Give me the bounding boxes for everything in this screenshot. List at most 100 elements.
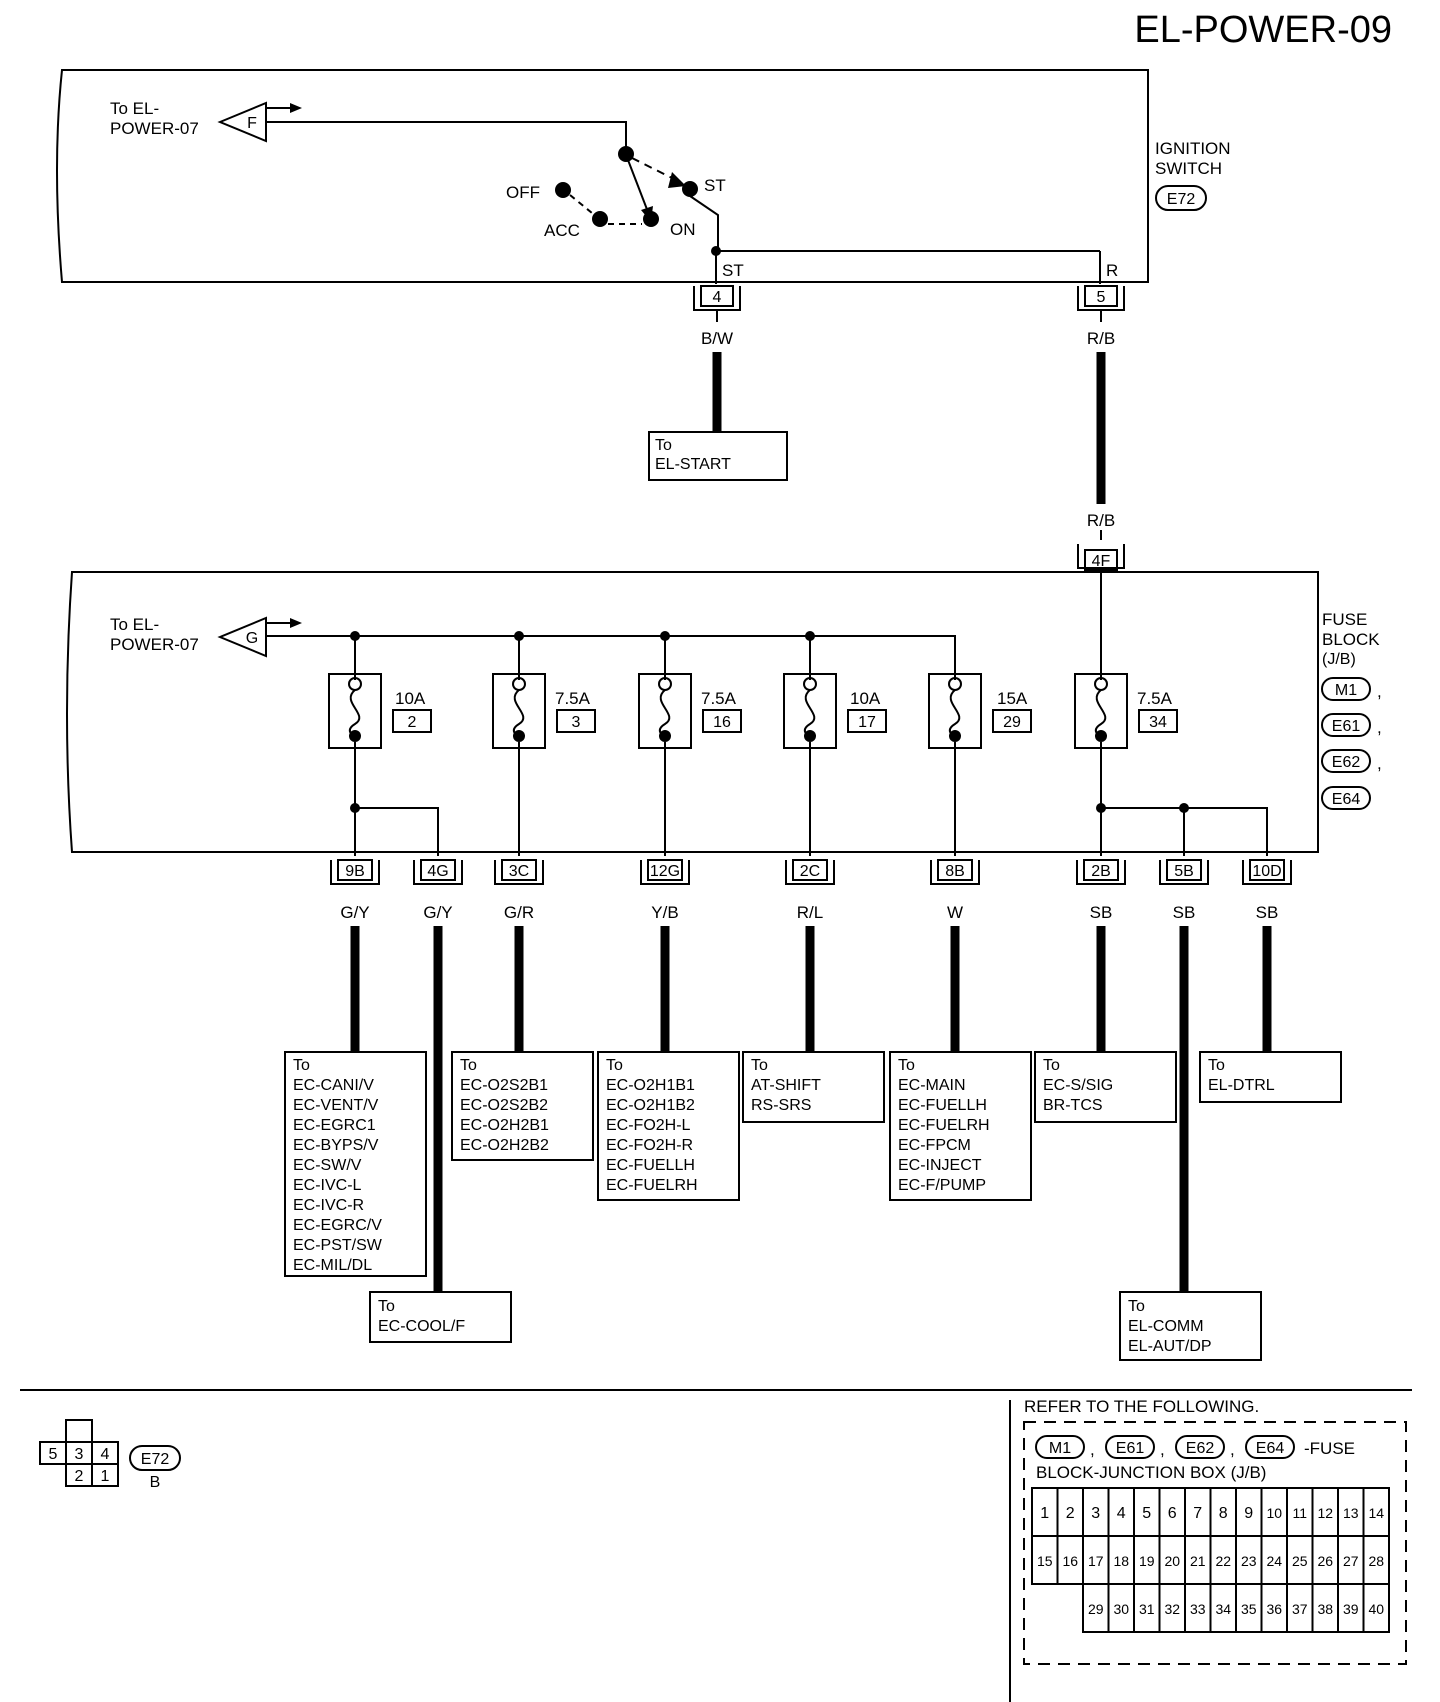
fuse-grid-number: 12 [1317, 1505, 1333, 1521]
svg-text:EC-O2S2B1: EC-O2S2B1 [460, 1077, 548, 1094]
svg-text:,: , [1160, 1440, 1165, 1459]
ignition-switch-label-2: SWITCH [1155, 159, 1222, 178]
fuse-grid-cell [1337, 1535, 1365, 1585]
fuse-block-section: 4F FUSE BLOCK (J/B) M1 , E61 , E62 , E64… [66, 544, 1382, 856]
svg-text:E61: E61 [1116, 1440, 1145, 1457]
pin-connector-5b [1166, 859, 1202, 881]
fuse-grid-cell [1082, 1487, 1110, 1537]
wire-2c-color: R/L [797, 903, 823, 922]
svg-text:AT-SHIFT: AT-SHIFT [751, 1077, 821, 1094]
fuse-grid-cell [1235, 1583, 1263, 1633]
svg-text:EC-VENT/V: EC-VENT/V [293, 1097, 379, 1114]
svg-text:EL-DTRL: EL-DTRL [1208, 1077, 1275, 1094]
connector-e61-label: E61 [1332, 718, 1361, 735]
svg-text:1: 1 [101, 1468, 110, 1485]
pin-5-label: 5 [1097, 289, 1106, 306]
pin-12g-label: 12G [650, 863, 680, 880]
connector-e64-label: E64 [1332, 791, 1361, 808]
fuse-34-amp: 7.5A [1137, 689, 1173, 708]
fuse-grid-cell [1158, 1535, 1186, 1585]
svg-text:To: To [1208, 1057, 1225, 1074]
reference-line2: BLOCK-JUNCTION BOX (J/B) [1036, 1463, 1266, 1482]
dest-box-ec-cani: To EC-CANI/V EC-VENT/V EC-EGRC1 EC-BYPS/… [284, 1051, 427, 1277]
wire-2b-color: SB [1090, 903, 1113, 922]
fuse-grid-number: 13 [1343, 1505, 1359, 1521]
dest-box-el-start [648, 431, 788, 481]
connector-oval-e61 [1321, 713, 1371, 737]
fuse-grid-number: 14 [1368, 1505, 1384, 1521]
dest-box-ec-o2s2: To EC-O2S2B1 EC-O2S2B2 EC-O2H2B1 EC-O2H2… [451, 1051, 594, 1161]
fuse-grid-number: 24 [1266, 1553, 1282, 1569]
fuse-3-amp: 7.5A [555, 689, 591, 708]
fuse-16-amp: 7.5A [701, 689, 737, 708]
svg-text:EC-PST/SW: EC-PST/SW [293, 1237, 383, 1254]
pin-2b-label: 2B [1091, 863, 1111, 880]
pin-3c-label: 3C [509, 863, 529, 880]
dest-box-ec-main: To EC-MAIN EC-FUELLH EC-FUELRH EC-FPCM E… [889, 1051, 1032, 1201]
svg-text:EC-O2H2B1: EC-O2H2B1 [460, 1117, 549, 1134]
wire-10d-color: SB [1256, 903, 1279, 922]
svg-text:3: 3 [75, 1446, 84, 1463]
ignition-switch-label-1: IGNITION [1155, 139, 1231, 158]
svg-text:EC-FO2H-L: EC-FO2H-L [606, 1117, 691, 1134]
pin-2c-label: 2C [800, 863, 820, 880]
svg-text:To: To [293, 1057, 310, 1074]
svg-text:E64: E64 [1256, 1440, 1285, 1457]
svg-text:EC-FUELRH: EC-FUELRH [606, 1177, 698, 1194]
svg-text:EC-IVC-L: EC-IVC-L [293, 1177, 362, 1194]
connector-oval-e62 [1321, 749, 1371, 773]
svg-text:To: To [751, 1057, 768, 1074]
wire-9b-color: G/Y [340, 903, 369, 922]
arrow-head-icon [290, 618, 302, 628]
reference-dashed-box [1023, 1421, 1407, 1665]
svg-text:EC-FO2H-R: EC-FO2H-R [606, 1137, 693, 1154]
svg-text:,: , [1377, 718, 1382, 737]
fuse-grid-number: 15 [1037, 1553, 1053, 1569]
pin-9b-label: 9B [345, 863, 365, 880]
fuse-grid-number: 39 [1343, 1601, 1359, 1617]
svg-text:,: , [1090, 1440, 1095, 1459]
wire-rb-label-top: R/B [1087, 329, 1115, 348]
connector-color-label: B [150, 1474, 161, 1491]
svg-text:,: , [1377, 754, 1382, 773]
fuse-grid-number: 10 [1266, 1505, 1282, 1521]
fuse-grid-number: 25 [1292, 1553, 1308, 1569]
svg-text:EL-COMM: EL-COMM [1128, 1318, 1204, 1335]
pin-4g-label: 4G [427, 863, 448, 880]
svg-text:To: To [460, 1057, 477, 1074]
fuse-grid-number: 40 [1368, 1601, 1384, 1617]
pin-4-label: 4 [713, 289, 722, 306]
fuse-grid-cell [1133, 1487, 1161, 1537]
fuse-block-label-1: FUSE [1322, 610, 1367, 629]
pin-connector-9b [337, 859, 373, 881]
fuse-17: 10A 17 [783, 673, 887, 749]
connector-m1-label: M1 [1335, 682, 1357, 699]
fuse-16-num: 16 [713, 714, 731, 731]
fuse-grid-number: 30 [1113, 1601, 1129, 1617]
wire-3c-color: G/R [504, 903, 534, 922]
fuse-grid-number: 27 [1343, 1553, 1359, 1569]
ignition-switch-section: IGNITION SWITCH E72 To EL- POWER-07 F OF… [56, 69, 1231, 540]
pin-st-label: ST [722, 261, 744, 280]
switch-off-contact [555, 182, 571, 198]
svg-text:EC-F/PUMP: EC-F/PUMP [898, 1177, 986, 1194]
fuse-grid-number: 26 [1317, 1553, 1333, 1569]
pin-connector-3c [501, 859, 537, 881]
fuse-grid-number: 18 [1113, 1553, 1129, 1569]
fuse-grid-number: 29 [1088, 1601, 1104, 1617]
connector-oval-e72-footer [129, 1445, 181, 1471]
fuse-grid-number: 17 [1088, 1553, 1104, 1569]
svg-text:EC-COOL/F: EC-COOL/F [378, 1318, 465, 1335]
svg-text:BR-TCS: BR-TCS [1043, 1097, 1103, 1114]
fuse-grid-cell [1362, 1487, 1390, 1537]
pin-5b-label: 5B [1174, 863, 1194, 880]
svg-text:EC-O2H2B2: EC-O2H2B2 [460, 1137, 549, 1154]
fuse-grid-number: 4 [1117, 1505, 1126, 1522]
switch-st-label: ST [704, 176, 726, 195]
link-arrow-f [217, 101, 267, 143]
svg-text:EC-EGRC1: EC-EGRC1 [293, 1117, 376, 1134]
connector-e62-label: E62 [1332, 754, 1361, 771]
fuse-grid-cell [1362, 1583, 1390, 1633]
switch-on-label: ON [670, 220, 696, 239]
